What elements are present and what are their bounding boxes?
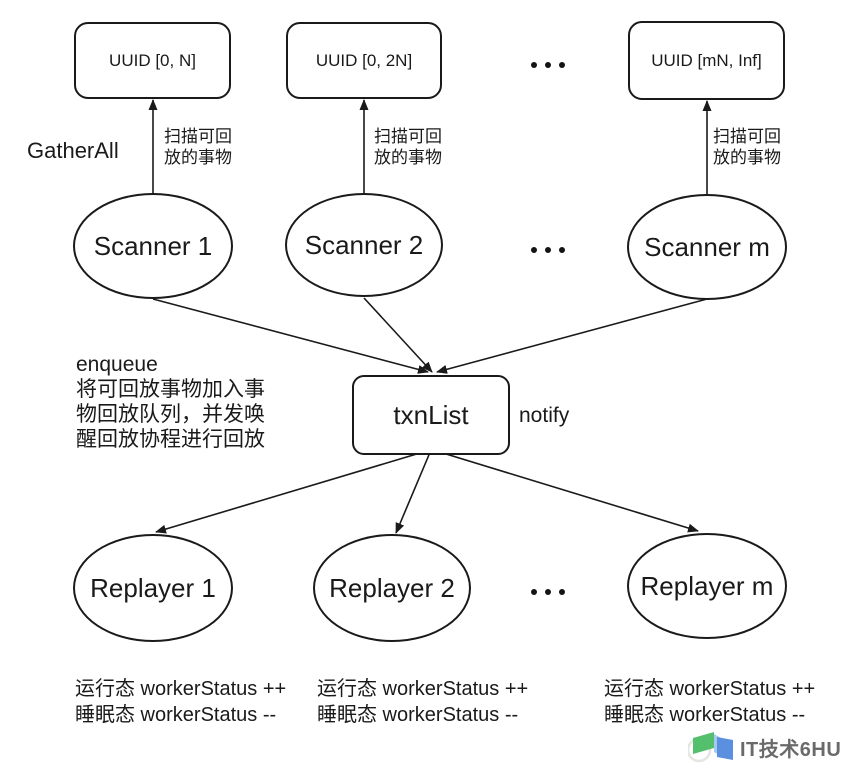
ellipsis-dots-replayer-row bbox=[531, 589, 565, 595]
worker-status-note-m: 运行态 workerStatus ++ 睡眠态 workerStatus -- bbox=[604, 676, 815, 728]
dot-icon bbox=[531, 247, 537, 253]
arrow-txnlist-to-replayer2 bbox=[395, 449, 432, 534]
notify-label: notify bbox=[519, 404, 570, 427]
uuid-box-3-label: UUID [mN, Inf] bbox=[651, 50, 762, 70]
scan-label-3: 扫描可回 放的事物 bbox=[713, 126, 781, 168]
worker-status-note-m-line1: 运行态 workerStatus ++ bbox=[604, 678, 816, 700]
dot-icon bbox=[545, 62, 551, 68]
scan-label-1-line2: 放的事物 bbox=[164, 148, 232, 167]
worker-status-note-2: 运行态 workerStatus ++ 睡眠态 workerStatus -- bbox=[317, 676, 528, 728]
dot-icon bbox=[559, 247, 565, 253]
uuid-box-1: UUID [0, N] bbox=[74, 22, 231, 99]
enqueue-note: enqueue 将可回放事物加入事 物回放队列，并发唤 醒回放协程进行回放 bbox=[76, 352, 265, 452]
scanner-node-1: Scanner 1 bbox=[73, 193, 233, 299]
dot-icon bbox=[559, 62, 565, 68]
enqueue-note-line4: 醒回放协程进行回放 bbox=[76, 428, 265, 451]
scan-label-2-line2: 放的事物 bbox=[374, 148, 442, 167]
worker-status-note-1-line1: 运行态 workerStatus ++ bbox=[75, 678, 287, 700]
scan-label-1: 扫描可回 放的事物 bbox=[164, 126, 232, 168]
worker-status-note-2-line1: 运行态 workerStatus ++ bbox=[317, 678, 529, 700]
uuid-box-2: UUID [0, 2N] bbox=[286, 22, 442, 99]
ellipsis-dots-scanner-row bbox=[531, 247, 565, 253]
scan-label-2-line1: 扫描可回 bbox=[374, 127, 442, 146]
worker-status-note-1: 运行态 workerStatus ++ 睡眠态 workerStatus -- bbox=[75, 676, 286, 728]
scan-label-3-line1: 扫描可回 bbox=[713, 127, 781, 146]
enqueue-note-line2: 将可回放事物加入事 bbox=[76, 378, 265, 401]
scanner-node-1-label: Scanner 1 bbox=[93, 230, 213, 261]
scan-label-1-line1: 扫描可回 bbox=[164, 127, 232, 146]
txnlist-node-label: txnList bbox=[393, 399, 469, 430]
watermark: IT技术6HU bbox=[688, 731, 841, 763]
worker-status-note-1-line2: 睡眠态 workerStatus -- bbox=[75, 704, 277, 726]
replayer-node-m: Replayer m bbox=[627, 533, 787, 639]
txnlist-node: txnList bbox=[352, 375, 510, 455]
scan-label-3-line2: 放的事物 bbox=[713, 148, 781, 167]
scan-label-2: 扫描可回 放的事物 bbox=[374, 126, 442, 168]
scanner-node-2: Scanner 2 bbox=[285, 193, 443, 297]
watermark-text: IT技术6HU bbox=[740, 738, 842, 761]
replayer-node-2: Replayer 2 bbox=[313, 534, 471, 642]
replayer-node-1: Replayer 1 bbox=[73, 534, 233, 642]
arrow-scanner1-to-txnlist bbox=[152, 298, 429, 374]
arrow-scannerm-to-txnlist bbox=[436, 298, 708, 374]
enqueue-note-line3: 物回放队列，并发唤 bbox=[76, 403, 265, 426]
dot-icon bbox=[531, 589, 537, 595]
uuid-box-1-label: UUID [0, N] bbox=[109, 50, 196, 70]
replayer-node-m-label: Replayer m bbox=[640, 570, 774, 601]
enqueue-note-line1: enqueue bbox=[76, 353, 158, 376]
uuid-box-2-label: UUID [0, 2N] bbox=[315, 50, 413, 70]
arrow-txnlist-to-replayer1 bbox=[155, 449, 431, 534]
uuid-box-3: UUID [mN, Inf] bbox=[628, 21, 785, 100]
scanner-node-m-label: Scanner m bbox=[644, 231, 770, 262]
gatherall-label: GatherAll bbox=[27, 138, 119, 163]
scanner-node-2-label: Scanner 2 bbox=[304, 229, 424, 260]
ellipsis-dots-top bbox=[531, 62, 565, 68]
dot-icon bbox=[531, 62, 537, 68]
arrow-scanner2-to-txnlist bbox=[363, 297, 433, 373]
dot-icon bbox=[545, 247, 551, 253]
worker-status-note-m-line2: 睡眠态 workerStatus -- bbox=[604, 704, 806, 726]
replayer-node-1-label: Replayer 1 bbox=[90, 572, 216, 603]
dot-icon bbox=[559, 589, 565, 595]
replayer-node-2-label: Replayer 2 bbox=[329, 572, 455, 603]
dot-icon bbox=[545, 589, 551, 595]
arrow-txnlist-to-replayerm bbox=[432, 449, 699, 533]
open-book-icon bbox=[688, 732, 733, 763]
worker-status-note-2-line2: 睡眠态 workerStatus -- bbox=[317, 704, 519, 726]
scanner-node-m: Scanner m bbox=[627, 194, 787, 300]
